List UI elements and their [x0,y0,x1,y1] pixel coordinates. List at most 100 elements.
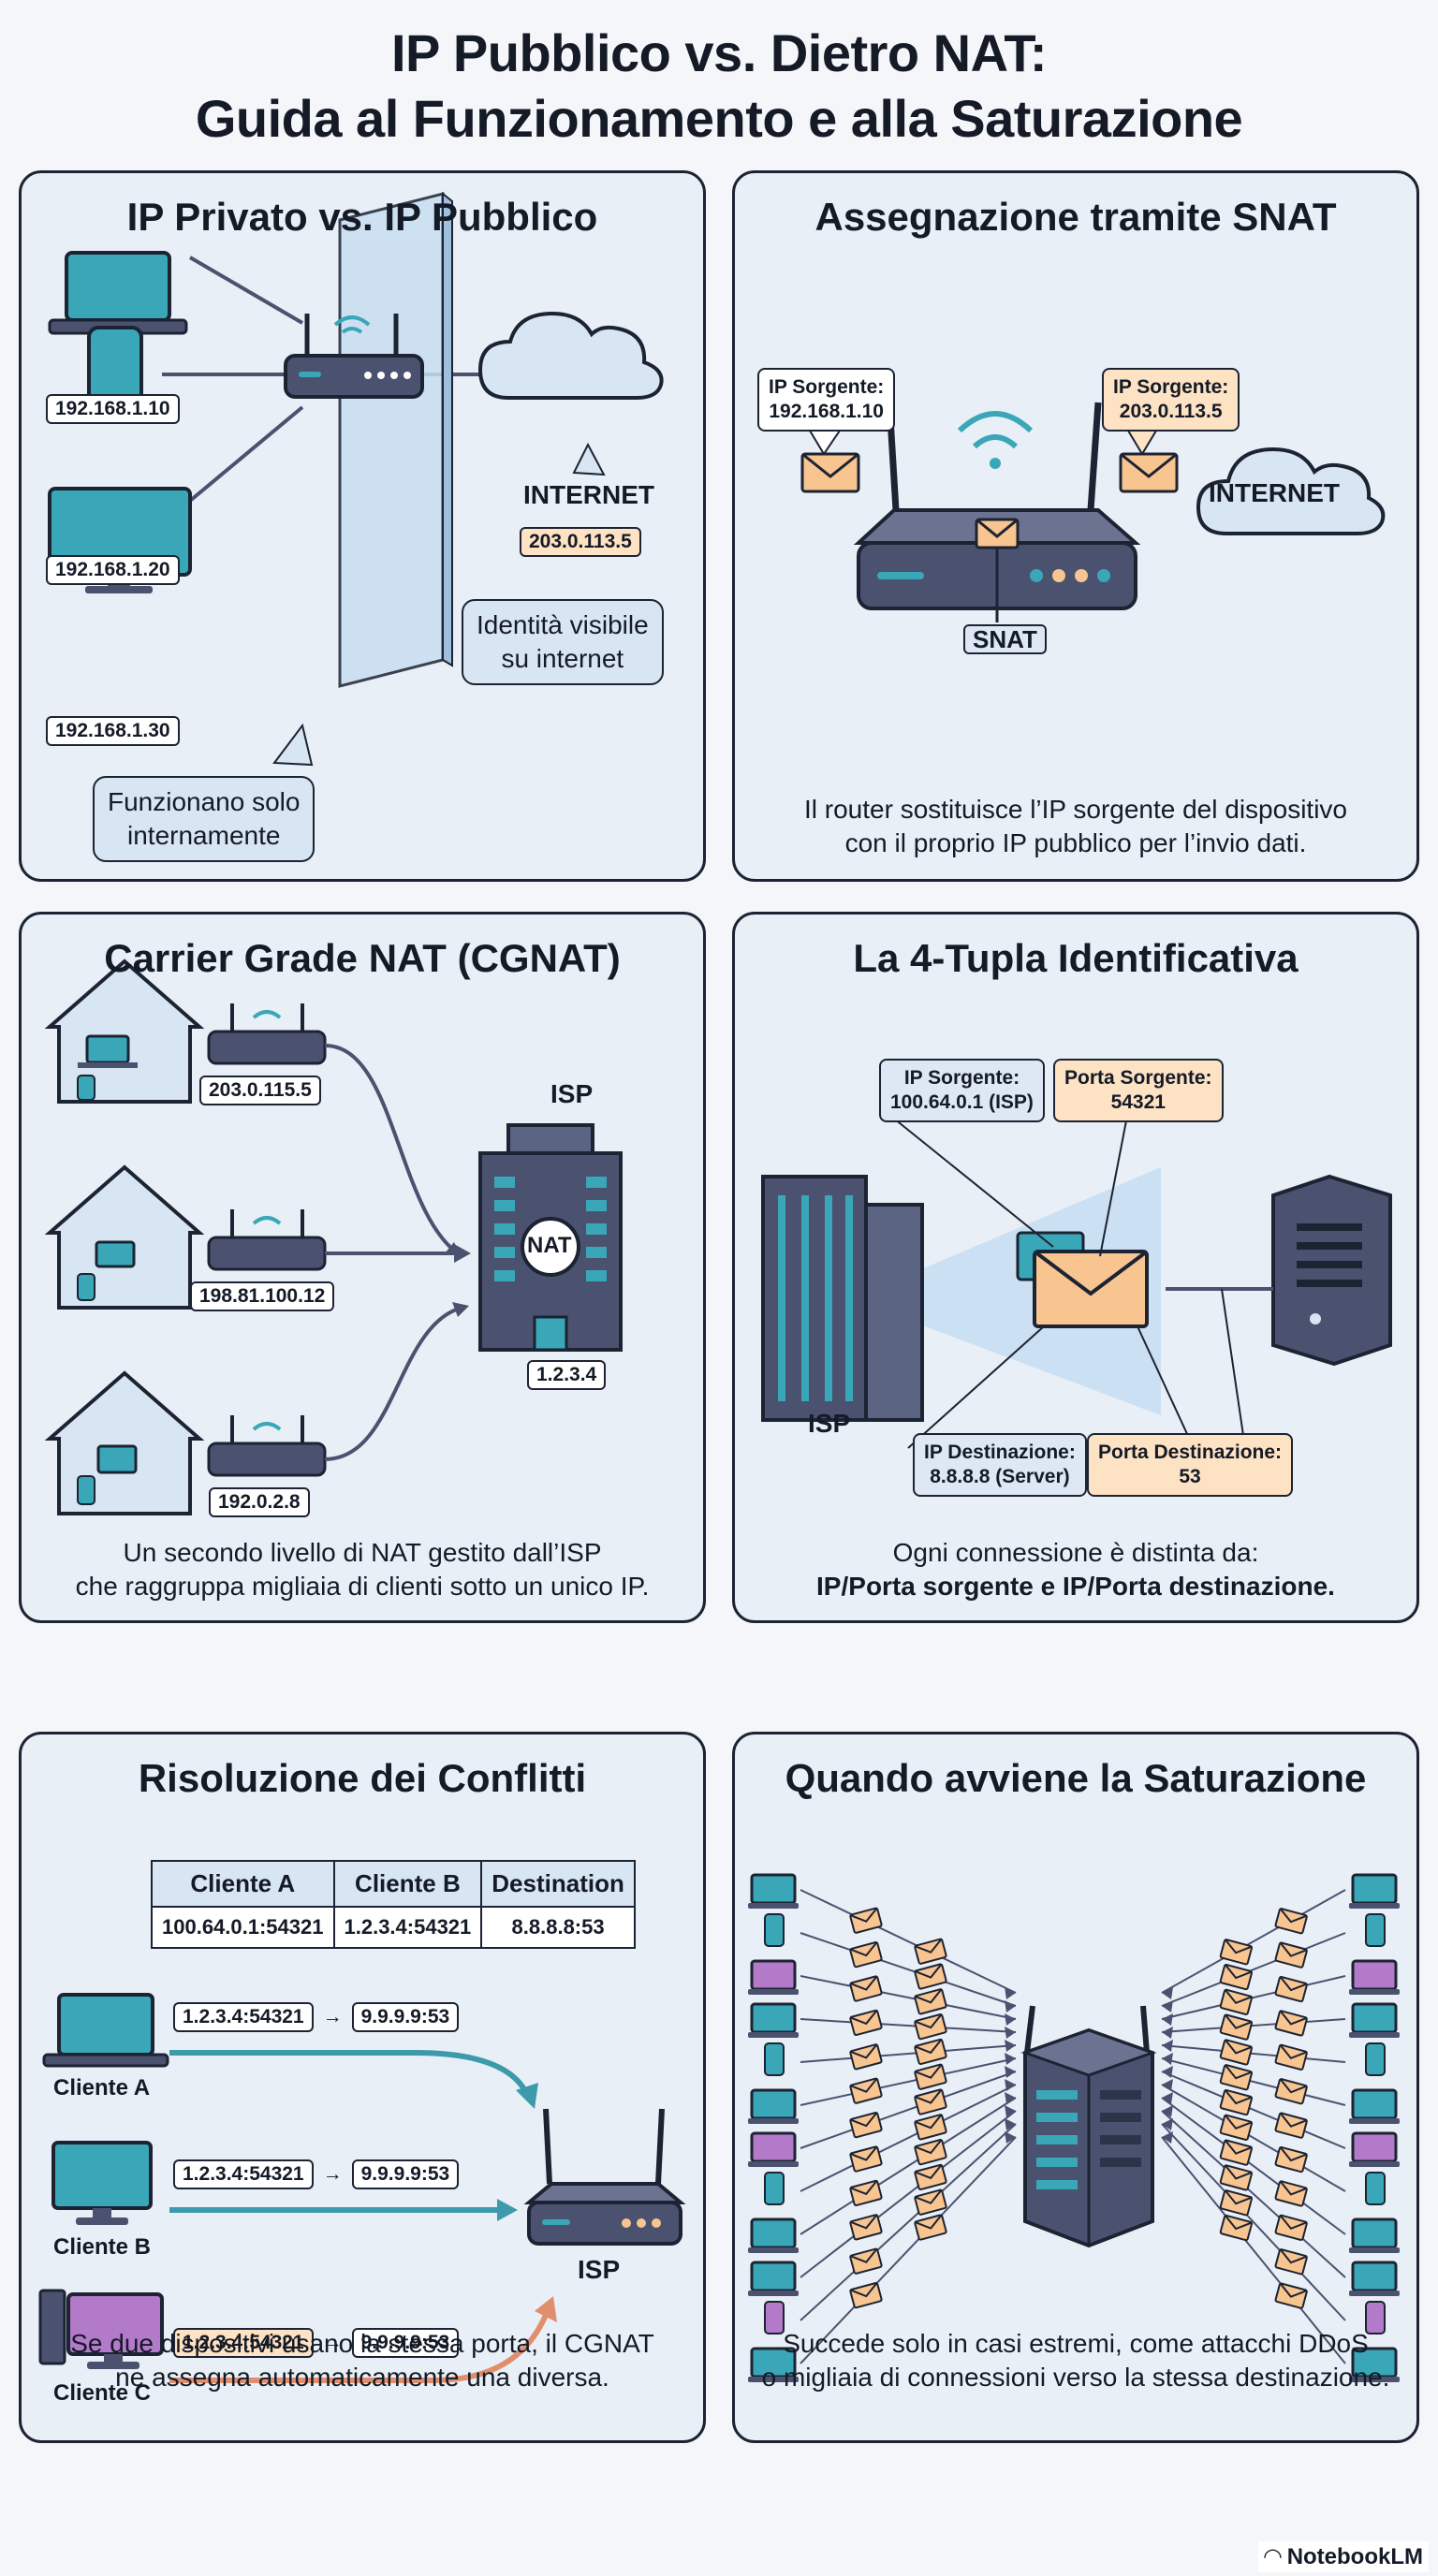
connection-arrowhead [1162,2053,1173,2065]
device-icon-right [1349,2002,1400,2038]
envelope-icon [1219,2189,1253,2217]
device-icon-left [748,1959,799,1995]
connection-arrowhead [1005,2092,1016,2104]
envelope-icon [1219,1988,1253,2015]
panel2-title: Assegnazione tramite SNAT [814,195,1337,239]
isp-building-icon-4tuple [761,1175,924,1422]
connection-line [1161,2057,1346,2106]
panel6-title: Quando avviene la Saturazione [785,1756,1367,1800]
bubble-right-line2: su internet [501,644,624,673]
tuple-dst-port-value: 53 [1179,1466,1201,1487]
panel4-title: La 4-Tupla Identificativa [853,936,1299,980]
main-title: IP Pubblico vs. Dietro NAT: Guida al Fun… [0,21,1438,152]
panel3-caption: Un secondo livello di NAT gestito dall’I… [22,1536,703,1603]
envelope-icon [849,2009,883,2037]
monitor-icon-cliente-b [51,2141,153,2225]
envelope-icon [849,1940,883,1969]
connection-line [800,2084,1017,2192]
panel2-caption-line2: con il proprio IP pubblico per l’invio d… [844,828,1307,857]
connection-line [800,2071,1017,2149]
envelope-icon [914,2214,947,2241]
main-title-line1: IP Pubblico vs. Dietro NAT: [390,23,1048,82]
envelope-icon [849,1975,883,2002]
connection-arrowhead [1162,2066,1173,2078]
notebooklm-brand: ◠ NotebookLM [1258,2541,1429,2572]
panel2-illustration [800,402,1386,622]
connection-line [800,2110,1017,2278]
bubble-right-line1: Identità visibile [477,610,649,639]
flow-c-src: 1.2.3.4:54321 [173,2328,314,2358]
device-icon-right [1365,2172,1386,2205]
device-icon-left [764,2042,785,2076]
notebooklm-logo-icon: ◠ [1264,2544,1282,2569]
envelope-icon [1274,2043,1308,2071]
connection-arrowhead [1162,2131,1173,2144]
flow-a-src: 1.2.3.4:54321 [173,2002,314,2032]
bubble-internal-only: Funzionano solo internamente [93,776,315,862]
envelope-icon [849,2145,883,2173]
connection-arrowhead [1005,2053,1016,2065]
conflict-table-header: Cliente A Cliente B Destination [151,1860,636,1908]
table-row: 100.64.0.1:54321 1.2.3.4:54321 8.8.8.8:5… [151,1906,636,1949]
connection-arrowhead [1005,2118,1016,2130]
connection-line [800,2123,1017,2321]
panel4-illustration [761,1110,1392,1449]
flow-c-arrow: → [322,2332,343,2353]
envelope-icon [1274,2214,1308,2241]
flow-b-src: 1.2.3.4:54321 [173,2159,314,2189]
panel-saturation: Quando avviene la Saturazione [732,1732,1419,2443]
ip-label-phone: 192.168.1.20 [46,555,180,585]
envelope-icon [1274,2078,1308,2105]
device-icon-left [748,2261,799,2296]
cloud-icon-snat [1196,446,1386,535]
device-icon-right [1349,2217,1400,2253]
connection-line [800,2097,1017,2235]
envelope-icon [1274,2145,1308,2174]
header-destination: Destination [480,1860,636,1908]
isp-label-conflicts: ISP [578,2255,621,2284]
conflict-table: Cliente A Cliente B Destination 100.64.0… [151,1860,636,1949]
device-icon-right [1349,2347,1400,2382]
panel5-title: Risoluzione dei Conflitti [138,1756,587,1800]
connection-arrowhead [1162,2013,1173,2026]
tuple-src-port-value: 54321 [1110,1091,1166,1113]
device-icon-right [1365,2042,1386,2076]
envelope-icon [849,2111,883,2139]
cloud-icon [477,311,664,400]
connection-line [1161,1975,1346,2020]
connection-line [1161,2044,1346,2063]
saturation-envelopes [849,1907,1308,2309]
device-icon-left [764,2172,785,2205]
flow-cliente-b: 1.2.3.4:54321 → 9.9.9.9:53 [173,2159,460,2189]
envelope-icon-right [1119,452,1179,493]
envelope-icon [1219,2139,1253,2166]
connection-line [800,1889,1017,1994]
device-icon-right [1349,1959,1400,1995]
panel4-caption-line2: IP/Porta sorgente e IP/Porta destinazion… [816,1572,1335,1601]
tuple-src-ip-value: 100.64.0.1 (ISP) [890,1091,1034,1113]
connection-arrowhead [1005,2131,1016,2144]
home-ip-label-3: 192.0.2.8 [209,1487,310,1517]
device-icon-left [748,2347,799,2382]
device-icon-right [1349,2131,1400,2167]
house-icon-2 [44,1164,205,1310]
panel-4-tuple: La 4-Tupla Identificativa IP Sorgente: 1… [732,912,1419,1623]
envelope-icon [1219,2013,1253,2041]
envelope-icon [1274,2282,1308,2309]
panel6-caption-line1: Succede solo in casi estremi, come attac… [783,2329,1369,2358]
src-right-label-text: IP Sorgente: [1113,376,1229,398]
flow-b-dst: 9.9.9.9:53 [351,2159,460,2189]
envelope-icon [1274,2180,1308,2207]
connection-arrowhead [1162,2079,1173,2091]
connection-line [1161,2110,1346,2278]
src-ip-left-label: IP Sorgente: 192.168.1.10 [757,368,896,432]
panel2-caption: Il router sostituisce l’IP sorgente del … [735,793,1416,860]
flow-a-arrow: → [322,2006,343,2027]
server-icon [1271,1174,1392,1367]
connection-line [800,1975,1017,2020]
panel3-caption-line2: che raggruppa migliaia di clienti sotto … [75,1572,650,1601]
home-ip-label-2: 198.81.100.12 [190,1281,335,1311]
device-icon-left [748,2217,799,2253]
internet-label: INTERNET [523,480,654,509]
tuple-src-ip: IP Sorgente: 100.64.0.1 (ISP) [879,1059,1045,1122]
